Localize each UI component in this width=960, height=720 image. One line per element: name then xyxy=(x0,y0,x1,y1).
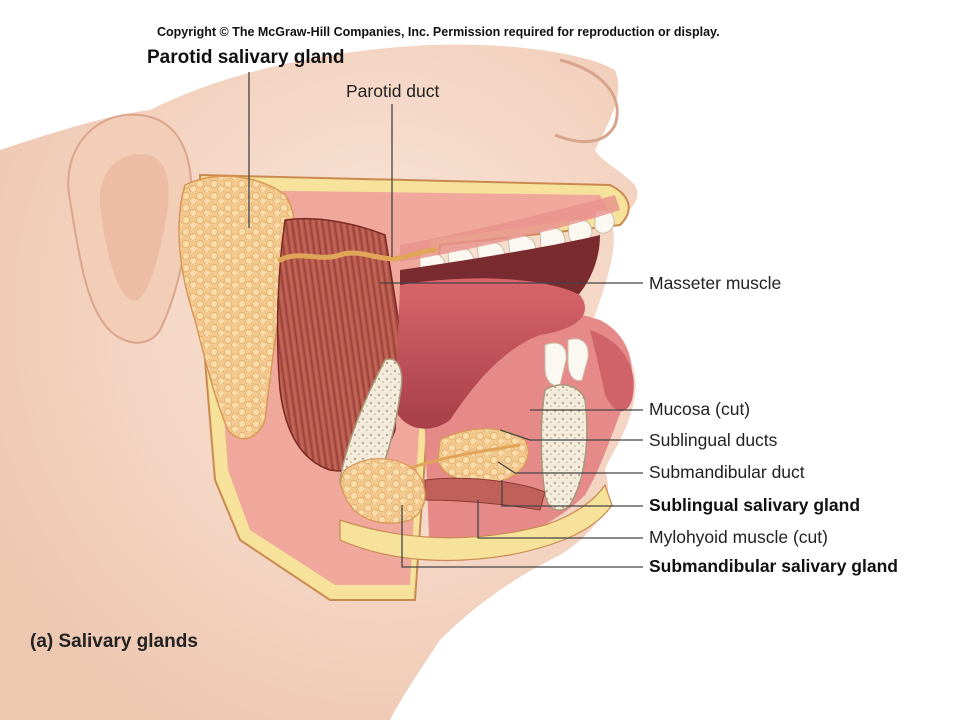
label-mylohyoid-muscle-cut: Mylohyoid muscle (cut) xyxy=(649,527,828,547)
ear-inner xyxy=(99,154,169,301)
label-parotid-salivary-gland: Parotid salivary gland xyxy=(147,47,345,68)
label-mucosa-cut: Mucosa (cut) xyxy=(649,399,751,419)
leader-sublingual-gland xyxy=(501,480,643,507)
parotid-duct xyxy=(277,247,438,263)
lower-teeth xyxy=(544,338,589,387)
parotid-gland xyxy=(178,175,296,440)
copyright-notice: Copyright © The McGraw-Hill Companies, I… xyxy=(157,25,720,39)
lower-fat-band xyxy=(339,483,613,562)
label-submandibular-salivary-gland: Submandibular salivary gland xyxy=(649,556,898,576)
submandibular-gland xyxy=(340,458,426,524)
label-masseter-muscle: Masseter muscle xyxy=(649,273,782,293)
mylohyoid-muscle xyxy=(424,477,546,511)
leader-submandibular-gland xyxy=(401,505,643,568)
mandible-bone xyxy=(540,384,588,511)
label-parotid-duct: Parotid duct xyxy=(346,81,440,101)
upper-gum xyxy=(400,195,620,262)
leader-sublingual-ducts xyxy=(499,429,531,441)
submandibular-duct xyxy=(409,443,521,470)
label-sublingual-salivary-gland: Sublingual salivary gland xyxy=(649,495,861,515)
figure-caption: (a) Salivary glands xyxy=(30,631,198,652)
leader-mylohyoid xyxy=(477,500,643,539)
leader-submandibular-duct xyxy=(497,461,516,474)
sublingual-gland xyxy=(437,428,529,484)
label-submandibular-duct: Submandibular duct xyxy=(649,462,805,482)
tongue xyxy=(395,278,586,429)
leader-lines xyxy=(248,72,643,568)
label-sublingual-ducts: Sublingual ducts xyxy=(649,430,778,450)
nose xyxy=(554,58,619,144)
lower-lip xyxy=(590,330,634,412)
